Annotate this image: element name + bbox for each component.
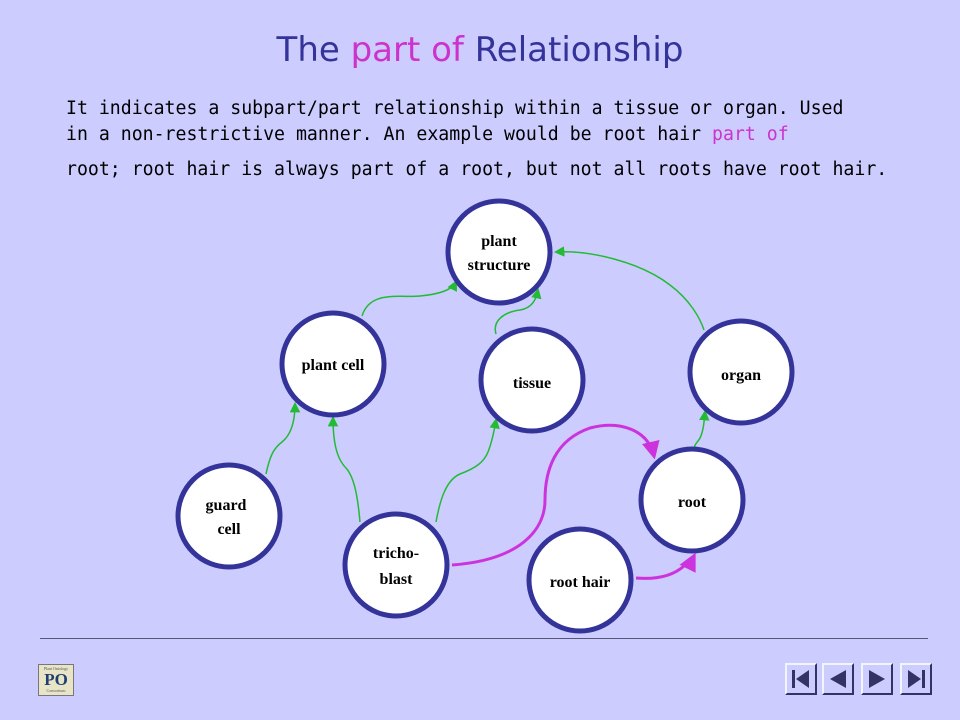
node-tricho-blast: tricho- blast bbox=[342, 511, 450, 619]
node-plant-structure-line1: plant bbox=[481, 233, 517, 250]
node-plant-cell-label: plant cell bbox=[302, 357, 365, 374]
last-slide-button[interactable] bbox=[900, 663, 932, 695]
node-tricho-blast-line1: tricho- bbox=[373, 545, 419, 562]
description: It indicates a subpart/part relationship… bbox=[66, 96, 946, 183]
edge-tissue-to-plant-structure bbox=[494, 287, 542, 335]
next-slide-button[interactable] bbox=[861, 663, 893, 695]
edge-tricho-blast-to-plant-cell bbox=[327, 415, 361, 523]
node-tissue-label: tissue bbox=[513, 375, 551, 392]
node-organ: organ bbox=[687, 318, 795, 426]
node-tissue: tissue bbox=[478, 326, 586, 434]
edge-tricho-blast-to-root bbox=[451, 423, 660, 567]
description-line-1: It indicates a subpart/part relationship… bbox=[66, 98, 844, 119]
next-slide-icon bbox=[869, 670, 885, 688]
description-line-2-text: in a non-restrictive manner. An example … bbox=[66, 124, 713, 146]
node-guard-cell-line2: cell bbox=[217, 521, 241, 538]
node-plant-cell: plant cell bbox=[279, 310, 387, 418]
node-guard-cell: guard cell bbox=[175, 462, 283, 570]
edge-guard-cell-to-plant-cell bbox=[265, 401, 301, 475]
last-slide-icon bbox=[908, 670, 925, 688]
node-plant-structure-line2: structure bbox=[468, 257, 531, 274]
title-highlight: part of bbox=[350, 30, 464, 70]
node-guard-cell-line1: guard bbox=[206, 497, 247, 514]
title-part2: Relationship bbox=[463, 30, 684, 70]
previous-slide-button[interactable] bbox=[822, 663, 854, 695]
edge-organ-to-plant-structure bbox=[553, 246, 705, 331]
node-organ-label: organ bbox=[721, 367, 761, 384]
edge-root-to-organ bbox=[693, 409, 710, 451]
logo-letters: PO bbox=[44, 670, 68, 689]
edge-plant-cell-to-plant-structure bbox=[361, 280, 457, 317]
description-line-3: root; root hair is always part of a root… bbox=[66, 158, 888, 180]
node-root-hair-label: root hair bbox=[550, 574, 611, 591]
po-consortium-logo: Plant Ontology PO Consortium bbox=[38, 664, 74, 696]
footer-divider bbox=[40, 638, 928, 639]
page-title: The part of Relationship bbox=[0, 30, 960, 70]
node-root: root bbox=[638, 446, 746, 554]
node-plant-structure: plant structure bbox=[445, 198, 553, 306]
node-root-hair: root hair bbox=[526, 526, 634, 634]
description-line-2: in a non-restrictive manner. An example … bbox=[66, 122, 946, 148]
edge-tricho-blast-to-tissue bbox=[435, 417, 500, 523]
description-highlight: part of bbox=[712, 124, 789, 146]
edge-root-hair-to-root bbox=[635, 552, 696, 580]
logo-top-text: Plant Ontology bbox=[43, 666, 69, 671]
logo-bottom-text: Consortium bbox=[46, 688, 66, 693]
title-part1: The bbox=[276, 30, 351, 70]
first-slide-button[interactable] bbox=[785, 663, 817, 695]
first-slide-icon bbox=[792, 670, 809, 688]
node-tricho-blast-line2: blast bbox=[380, 571, 414, 588]
node-root-label: root bbox=[678, 494, 707, 511]
previous-slide-icon bbox=[830, 670, 846, 688]
